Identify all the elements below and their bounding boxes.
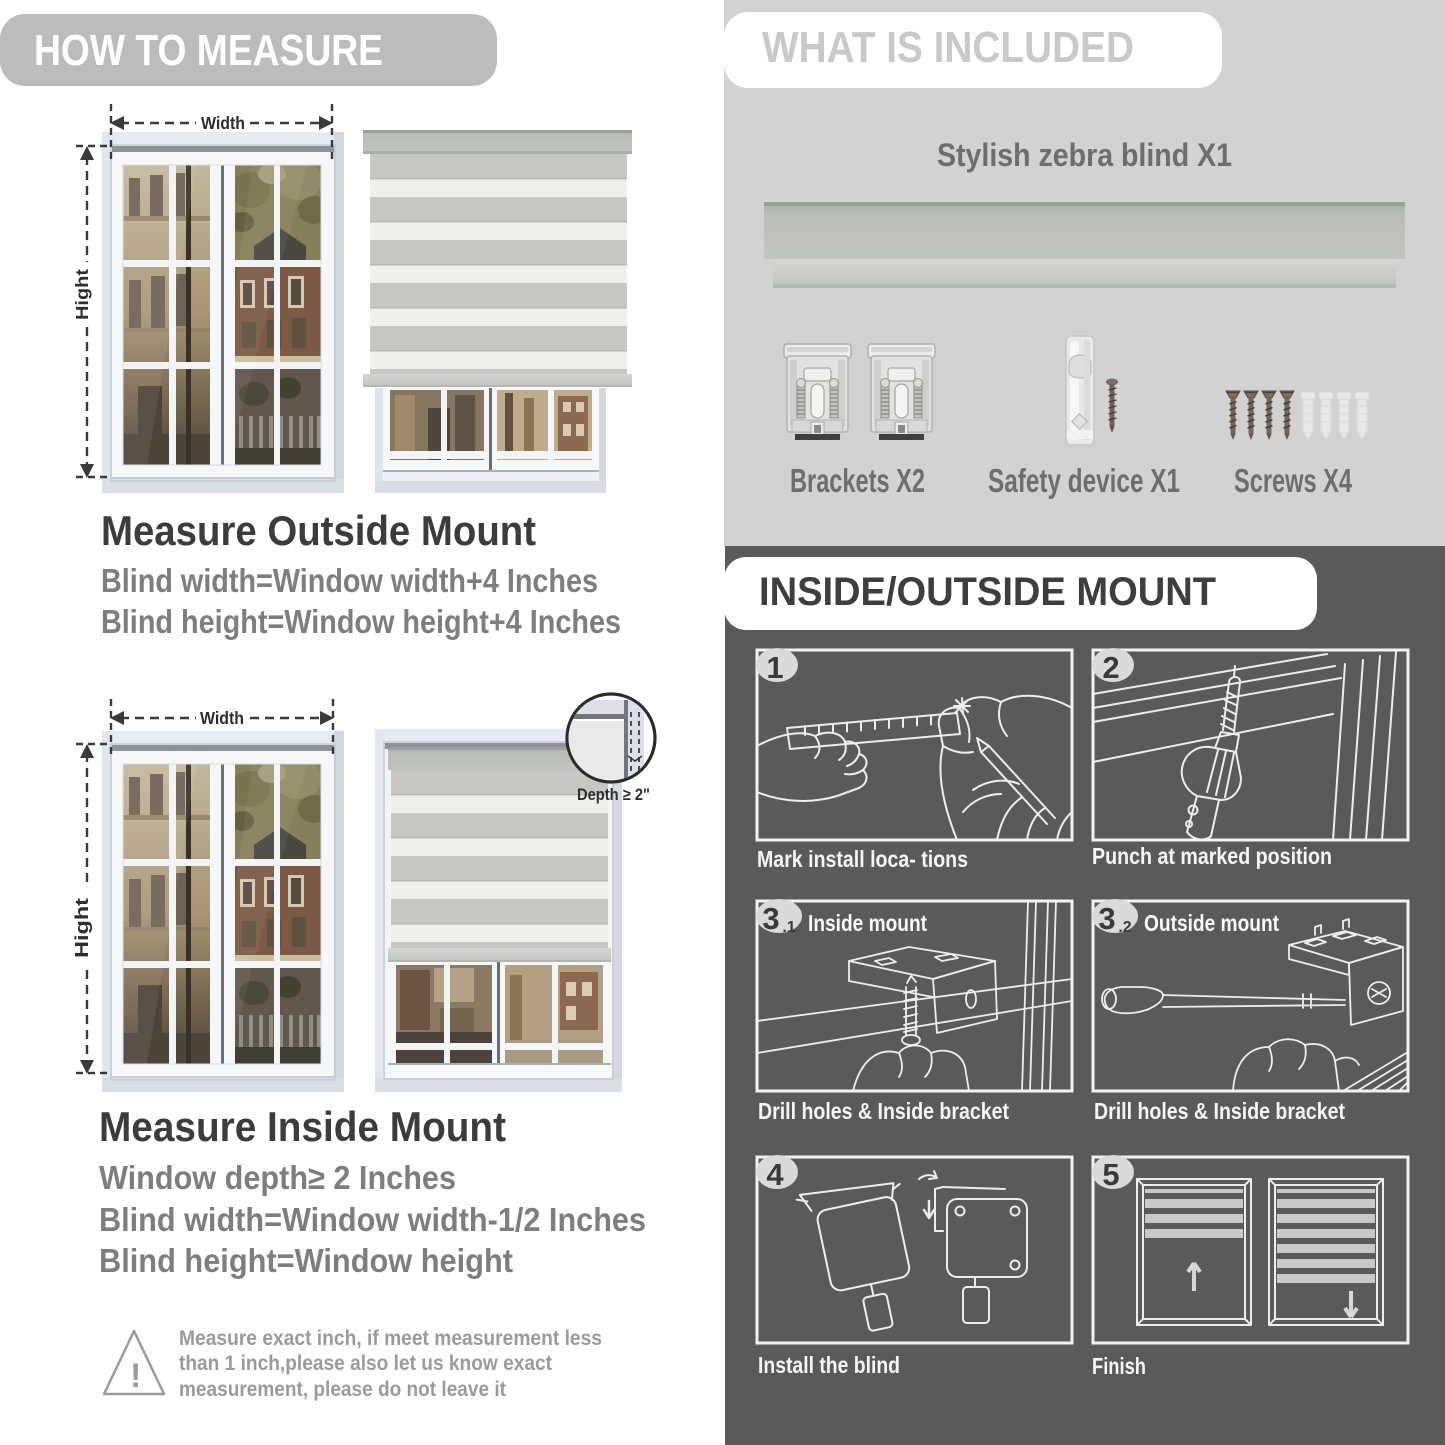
svg-text:Blind width=Window width+4 Inc: Blind width=Window width+4 Inches [101, 562, 598, 599]
svg-text:Safety device X1: Safety device X1 [988, 462, 1180, 499]
svg-text:Width: Width [201, 113, 245, 133]
svg-text:Measure Outside Mount: Measure Outside Mount [101, 507, 536, 554]
svg-text:Install the blind: Install the blind [758, 1352, 900, 1378]
svg-text:3: 3 [762, 901, 779, 936]
svg-text:Stylish zebra blind X1: Stylish zebra blind X1 [937, 137, 1232, 173]
svg-text:Blind height=Window height+4 I: Blind height=Window height+4 Inches [101, 603, 621, 640]
svg-text:Measure exact inch, if meet me: Measure exact inch, if meet measurement … [179, 1327, 602, 1350]
svg-text:Brackets X2: Brackets X2 [790, 462, 925, 499]
svg-text:INSIDE/OUTSIDE MOUNT: INSIDE/OUTSIDE MOUNT [759, 570, 1216, 614]
svg-text:2: 2 [1102, 650, 1119, 685]
svg-text:Mark install loca- tions: Mark install loca- tions [757, 846, 968, 872]
svg-text:Window depth≥ 2 Inches: Window depth≥ 2 Inches [99, 1159, 456, 1196]
svg-text:Drill holes & Inside bracket: Drill holes & Inside bracket [1094, 1098, 1345, 1124]
svg-text:HOW TO MEASURE: HOW TO MEASURE [34, 26, 383, 75]
svg-text:.1: .1 [782, 919, 795, 936]
svg-text:WHAT IS INCLUDED: WHAT IS INCLUDED [762, 23, 1134, 72]
svg-text:Finish: Finish [1092, 1353, 1146, 1379]
svg-text:Drill holes & Inside bracket: Drill holes & Inside bracket [758, 1098, 1009, 1124]
svg-text:Outside mount: Outside mount [1144, 910, 1279, 936]
svg-text:Screws X4: Screws X4 [1234, 462, 1352, 499]
svg-text:1: 1 [766, 650, 783, 685]
svg-text:Inside mount: Inside mount [808, 910, 927, 936]
svg-text:3: 3 [1098, 901, 1115, 936]
svg-text:!: ! [130, 1357, 141, 1395]
svg-text:Hight: Hight [72, 269, 92, 320]
svg-text:.2: .2 [1118, 919, 1131, 936]
svg-text:Blind width=Window width-1/2 I: Blind width=Window width-1/2 Inches [99, 1201, 646, 1238]
svg-text:4: 4 [766, 1157, 784, 1192]
svg-text:Blind height=Window height: Blind height=Window height [99, 1242, 513, 1279]
svg-text:Punch at marked position: Punch at marked position [1092, 843, 1332, 869]
svg-text:than 1 inch,please also let us: than 1 inch,please also let us know exac… [179, 1352, 552, 1375]
svg-text:5: 5 [1102, 1157, 1119, 1192]
svg-text:Hight: Hight [72, 898, 92, 958]
svg-text:Measure Inside Mount: Measure Inside Mount [99, 1103, 506, 1150]
svg-text:Width: Width [200, 708, 244, 728]
svg-text:Depth ≥ 2": Depth ≥ 2" [577, 786, 650, 804]
svg-text:measurement, please do not lea: measurement, please do not leave it [179, 1378, 506, 1401]
